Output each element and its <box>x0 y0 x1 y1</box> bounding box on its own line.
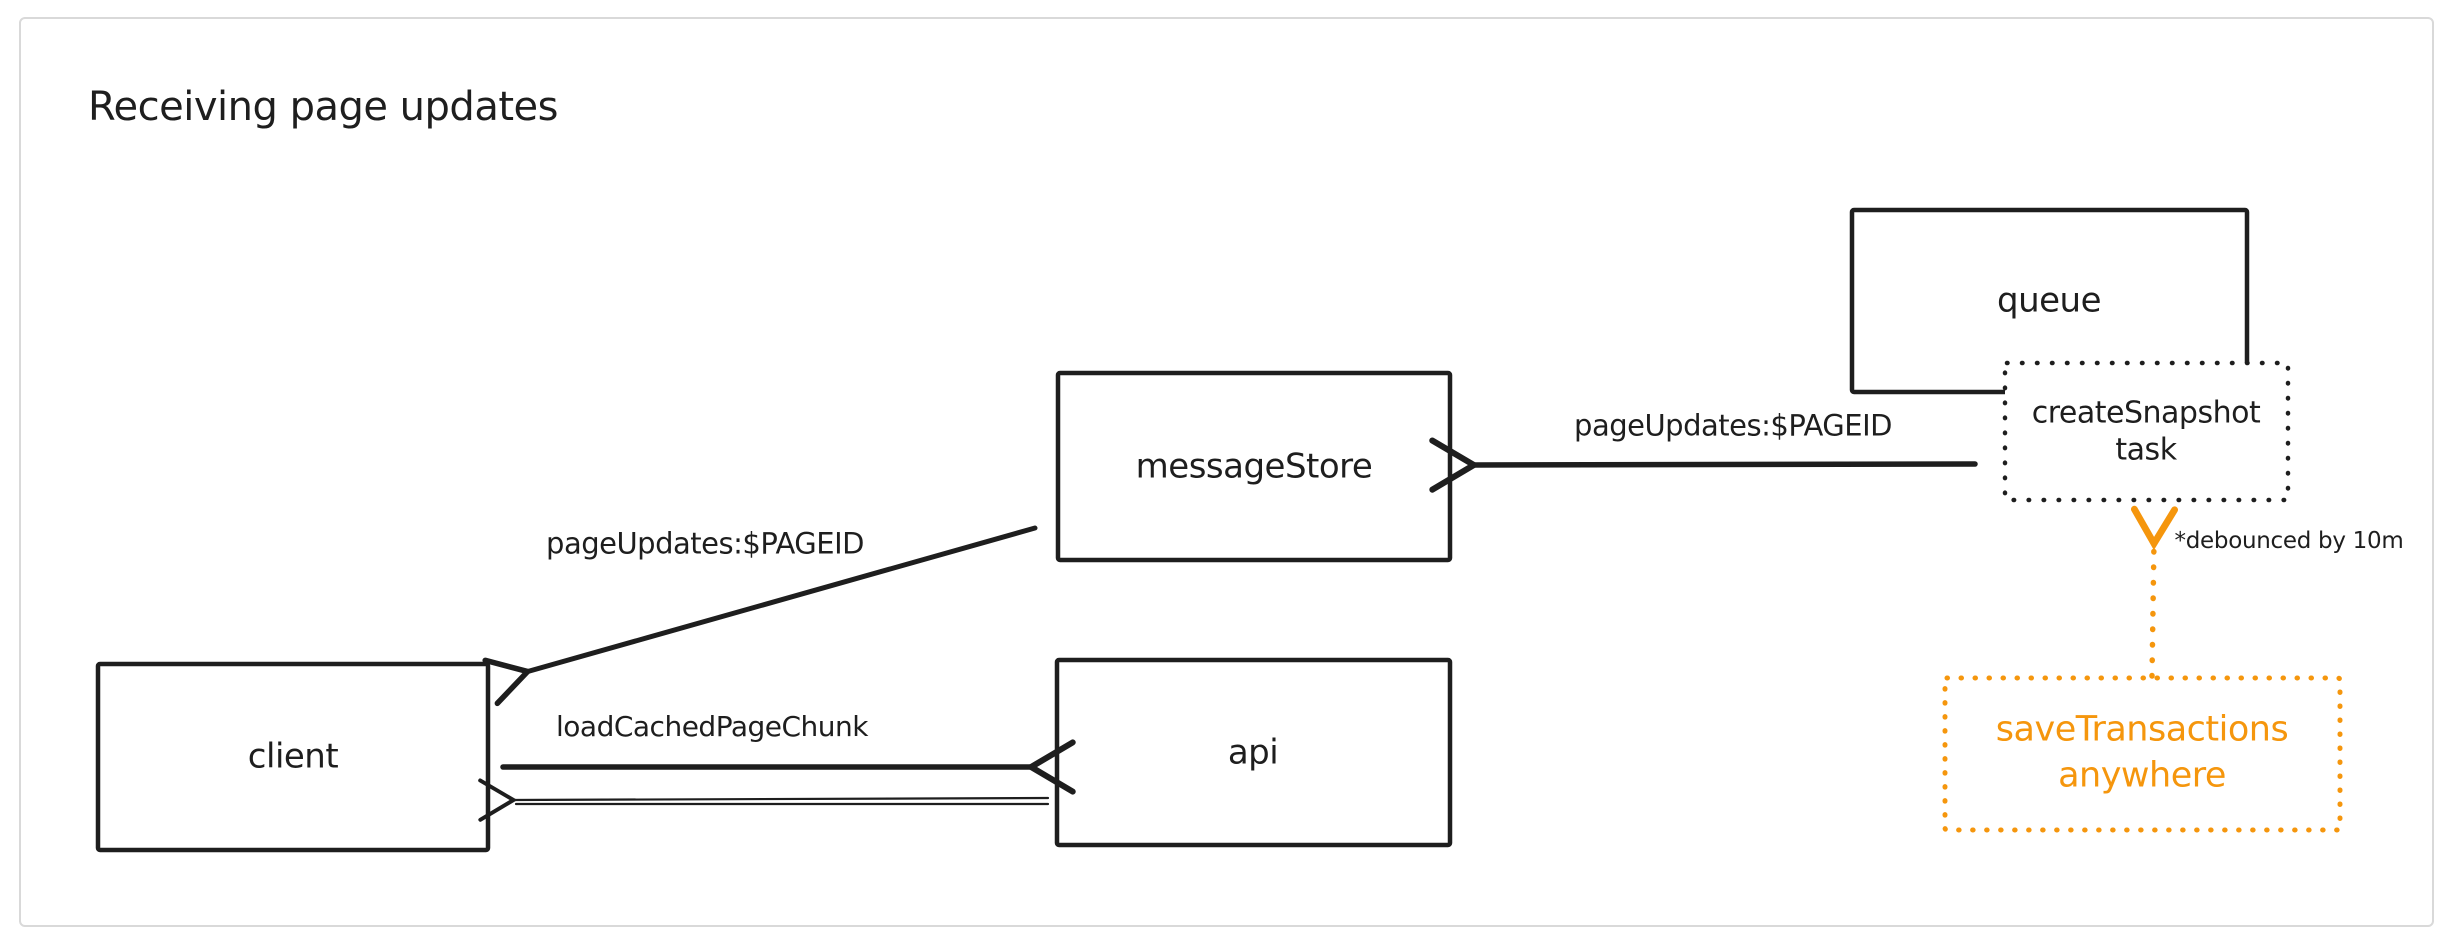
edge-task-to-message-store <box>1429 437 1978 493</box>
node-message-store-label: messageStore <box>1135 446 1373 487</box>
node-save-transactions-box <box>1942 675 2343 833</box>
node-save-transactions-label-line2: anywhere <box>2058 755 2226 795</box>
node-create-snapshot-task-label-line2: task <box>2115 432 2177 467</box>
node-create-snapshot-task-label-line1: createSnapshot <box>2031 395 2261 431</box>
edge-message-store-to-client <box>482 525 1038 707</box>
debounced-note: *debounced by 10m <box>2174 528 2404 555</box>
node-create-snapshot-task-box <box>2002 360 2291 503</box>
node-client-label: client <box>247 736 339 777</box>
edge-message-store-to-client-label: pageUpdates:$PAGEID <box>546 526 864 561</box>
node-save-transactions-label: saveTransactions anywhere <box>1995 708 2289 799</box>
edge-api-to-client-line-upper <box>478 778 1050 822</box>
node-save-transactions-label-line1: saveTransactions <box>1995 709 2289 750</box>
edge-task-to-message-store-label: pageUpdates:$PAGEID <box>1574 408 1892 443</box>
edge-save-to-task <box>2152 542 2154 679</box>
node-api-label: api <box>1227 732 1279 773</box>
diagram-title: Receiving page updates <box>88 84 558 130</box>
node-queue-label: queue <box>1996 280 2102 321</box>
node-client-box <box>95 661 491 853</box>
edge-client-to-api-label: loadCachedPageChunk <box>556 710 868 744</box>
node-create-snapshot-task-label: createSnapshot task <box>2031 395 2261 468</box>
